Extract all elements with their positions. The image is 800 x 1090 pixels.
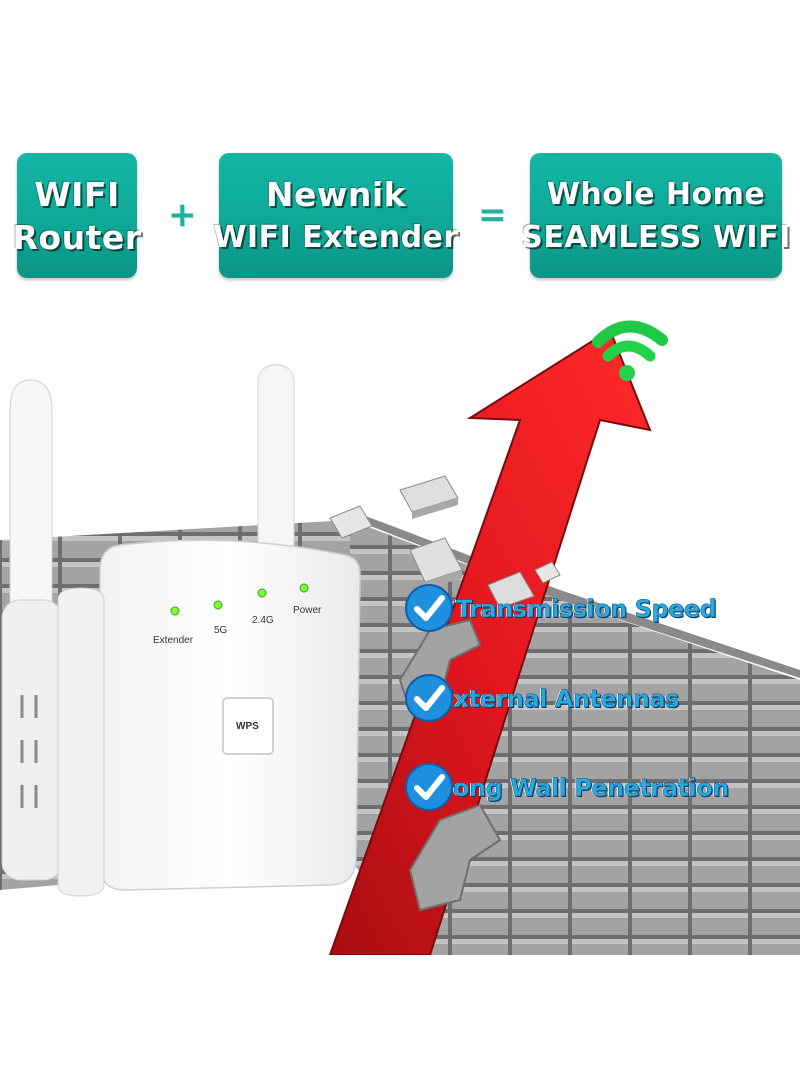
product-scene: Extender 5G 2.4G Power WPS 4X Transmissi… xyxy=(0,300,800,955)
feature-external-antennas: 4 External Antennas xyxy=(404,673,680,725)
equals-sign: = xyxy=(478,195,507,235)
seamless-line2: SEAMLESS WIFI xyxy=(521,219,791,255)
wifi-signal-icon xyxy=(592,320,668,381)
plus-sign: + xyxy=(168,195,197,235)
led-label-power: Power xyxy=(293,605,322,616)
led-label-24g: 2.4G xyxy=(252,615,274,626)
checkmark-icon xyxy=(405,584,453,632)
extender-line2: WIFI Extender xyxy=(213,219,459,255)
led-label-5g: 5G xyxy=(214,625,228,636)
wifi-router-line2: Router xyxy=(12,217,142,257)
extender-box: Newnik WIFI Extender xyxy=(213,153,458,278)
seamless-wifi-box: Whole Home SEAMLESS WIFI xyxy=(521,153,790,278)
led-label-extender: Extender xyxy=(153,635,194,646)
extender-line1: Newnik xyxy=(265,174,407,214)
checkmark-icon xyxy=(405,763,453,811)
feature-text: 4 External Antennas xyxy=(414,685,680,714)
wps-button-label: WPS xyxy=(236,721,259,732)
feature-wall-penetration: Strong Wall Penetration xyxy=(404,762,730,814)
checkmark-icon xyxy=(405,674,453,722)
feature-text: 4X Transmission Speed xyxy=(414,595,717,624)
wifi-extender-device xyxy=(1,364,361,897)
wifi-router-box: WIFI Router xyxy=(13,153,141,278)
wifi-router-line1: WIFI xyxy=(34,174,120,214)
flying-bricks xyxy=(329,475,561,609)
seamless-line1: Whole Home xyxy=(546,176,766,212)
feature-transmission-speed: 4X Transmission Speed xyxy=(404,583,717,635)
feature-text: Strong Wall Penetration xyxy=(414,774,730,803)
